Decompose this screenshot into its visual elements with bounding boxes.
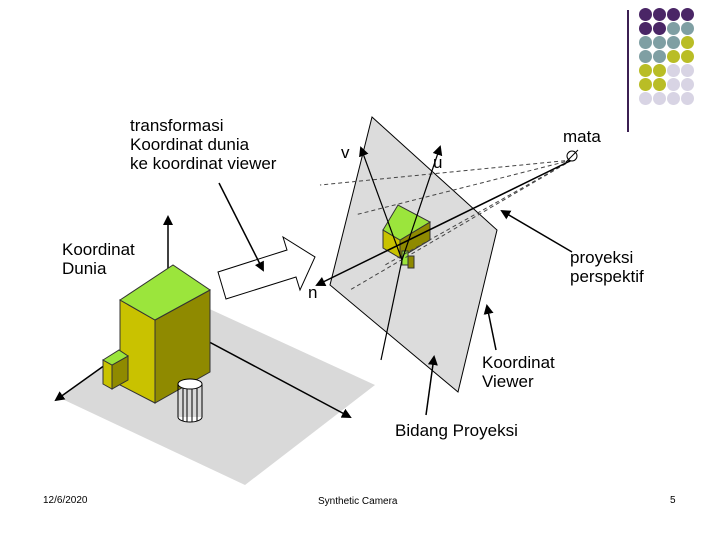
projected-annex-base [407,255,415,269]
decorative-dot [681,92,694,105]
decorative-dot [681,36,694,49]
decorative-dot [653,22,666,35]
decorative-dot [639,22,652,35]
world-coordinates-label: Koordinat Dunia [62,240,135,278]
projected-object-top [382,204,432,241]
decorative-dot [667,92,680,105]
decorative-dot [639,64,652,77]
decorative-vertical-line [627,10,629,132]
decorative-dot [681,78,694,91]
perspective-projection-label: proyeksi perspektif [570,248,644,286]
decorative-dot [667,50,680,63]
axis-u-label: u [433,153,443,172]
slide-footer-title: Synthetic Camera [318,496,398,507]
transform-label: transformasi Koordinat dunia ke koordina… [130,116,277,173]
viewer-axis-v [359,146,403,261]
decorative-dot [653,64,666,77]
slide-date: 12/6/2020 [43,495,88,506]
decorative-dot [667,78,680,91]
decorative-dot [639,50,652,63]
decorative-dot [667,64,680,77]
axis-n-label: n [308,283,318,302]
projection-plane [329,116,498,393]
pointer-projection [500,209,573,253]
decorative-dot [681,22,694,35]
projection-plane-label: Bidang Proyeksi [395,421,518,440]
decorative-dot [653,8,666,21]
decorative-dot [667,22,680,35]
decorative-dot [681,64,694,77]
viewer-coordinates-label: Koordinat Viewer [482,353,555,391]
decorative-dot [653,78,666,91]
decorative-dot [681,8,694,21]
decorative-dot [653,92,666,105]
viewer-axis-n [315,159,573,286]
decorative-dot [653,50,666,63]
viewer-axis-u [401,145,443,261]
decorative-dot [681,50,694,63]
cylinder-object [177,378,203,423]
axis-v-label: v [341,143,350,162]
slide-page-number: 5 [670,495,676,506]
viewer-axis-down [380,259,403,361]
pointer-viewer [483,304,497,351]
decorative-dot [653,36,666,49]
building-roof [119,264,211,321]
decorative-dot [667,36,680,49]
decorative-dot [639,8,652,21]
projector-lines [319,159,573,291]
decorative-dot [639,78,652,91]
world-ground-plane [60,300,375,485]
pointer-transform [218,182,264,272]
transform-arrow [217,235,316,300]
decorative-dot [639,36,652,49]
decorative-dot [639,92,652,105]
decorative-dot [667,8,680,21]
annex-roof [102,349,129,366]
pointer-plane [425,355,438,416]
eye-label: mata [563,127,601,146]
